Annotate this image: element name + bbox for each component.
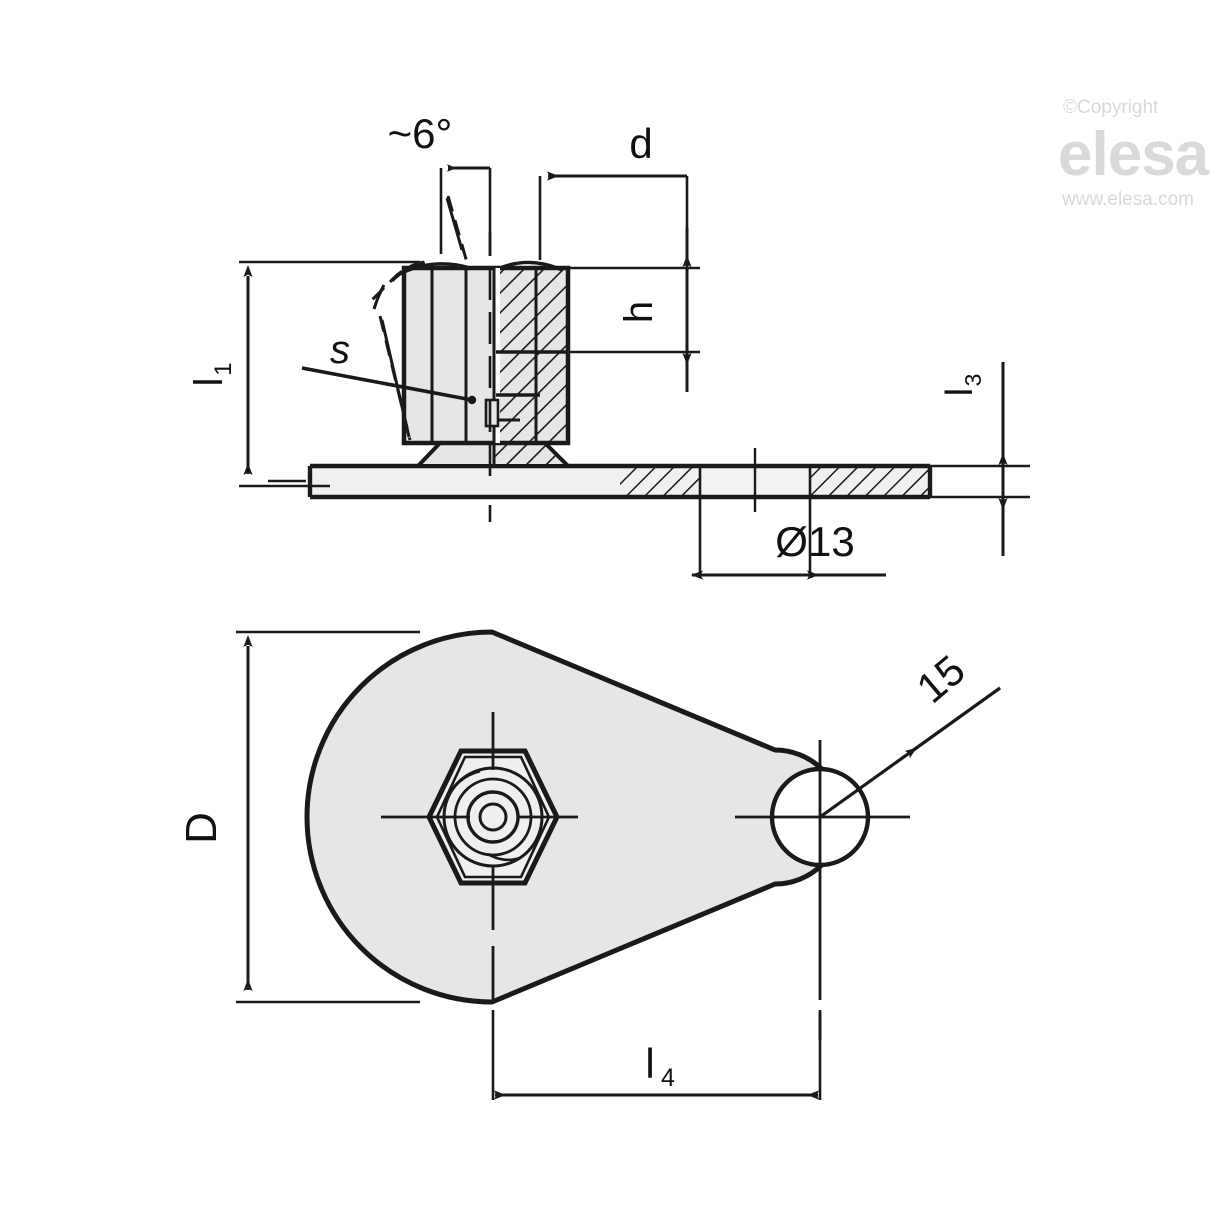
dimension-D: D xyxy=(177,630,420,1004)
plate-outline xyxy=(307,463,933,500)
h-label-group: h xyxy=(617,301,661,323)
dimension-h: h xyxy=(568,228,700,392)
D-label: D xyxy=(177,812,226,844)
dimension-l1: l 1 xyxy=(187,260,420,488)
nut-arc-hint-1 xyxy=(444,769,481,801)
l1-subscript: 1 xyxy=(210,362,237,375)
h-label: h xyxy=(617,301,661,323)
dimension-l3: l 3 xyxy=(930,362,1030,556)
r15-arrow xyxy=(904,686,1001,759)
dimension-l4: l 4 xyxy=(491,1010,822,1100)
hole-diameter-label: Ø13 xyxy=(775,518,854,565)
nut-arc-hint-2 xyxy=(487,852,521,862)
hex-body-hatch xyxy=(494,268,568,443)
pivot-detail xyxy=(484,398,500,428)
copyright-label: ©Copyright xyxy=(1063,97,1159,118)
elesa-watermark: ©Copyright elesa www.elesa.com xyxy=(1058,97,1211,210)
s-label: s xyxy=(330,328,350,372)
brand-logo: elesa xyxy=(1058,120,1210,189)
centre-marks-hex xyxy=(381,712,578,1000)
l4-label: l xyxy=(645,1040,654,1087)
d-label: d xyxy=(629,120,652,167)
s-leader-dot xyxy=(467,395,477,405)
dimension-angle: ~6° xyxy=(388,110,492,256)
dimension-d: d xyxy=(538,120,689,268)
l4-label-group: l 4 xyxy=(645,1040,675,1092)
angle-label: ~6° xyxy=(388,110,453,157)
hex-body-section xyxy=(401,260,571,446)
dimension-hole-diameter: Ø13 xyxy=(691,499,886,580)
front-section-view: l 1 s ~6° d xyxy=(187,110,1030,580)
l1-label-group: l 1 xyxy=(187,362,237,386)
s-leader-line xyxy=(301,366,473,402)
l3-subscript: 3 xyxy=(960,374,986,387)
chamfer-arc-right xyxy=(499,260,563,272)
l3-label: l xyxy=(939,388,981,396)
D-label-group: D xyxy=(177,812,226,844)
l1-label: l xyxy=(187,378,231,387)
bottom-plan-view: 15 D l 4 xyxy=(177,629,1001,1100)
nut-circle-bore xyxy=(478,802,508,832)
dimension-s: s xyxy=(301,328,477,405)
l4-subscript: 4 xyxy=(661,1064,675,1092)
tilted-ghost-solid xyxy=(372,197,464,438)
l3-label-group: l 3 xyxy=(939,374,986,397)
website-label: www.elesa.com xyxy=(1061,189,1194,210)
base-plate-section xyxy=(307,463,933,500)
conical-skirt xyxy=(413,441,573,468)
